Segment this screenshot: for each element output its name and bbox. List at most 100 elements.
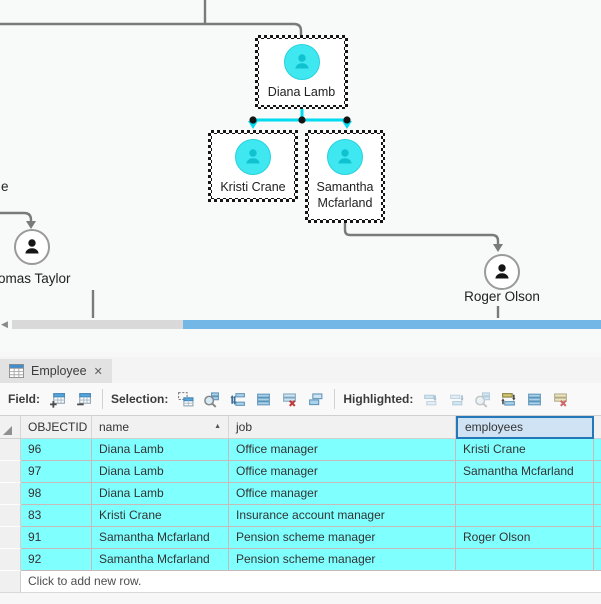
cell-name[interactable]: Diana Lamb <box>92 461 229 483</box>
sort-ascending-icon[interactable]: ▲ <box>214 423 221 430</box>
row-selector[interactable] <box>0 571 21 593</box>
cell-job[interactable]: Pension scheme manager <box>229 527 456 549</box>
person-avatar-icon <box>283 44 320 80</box>
cell-objectid[interactable]: 91 <box>21 527 92 549</box>
table-row[interactable]: 96 Diana Lamb Office manager Kristi Cran… <box>0 439 601 461</box>
add-field-icon[interactable] <box>47 388 68 410</box>
table-row[interactable]: 92 Samantha Mcfarland Pension scheme man… <box>0 549 601 571</box>
row-selector[interactable] <box>0 439 21 461</box>
cell-extra <box>594 527 601 549</box>
cell-employees[interactable] <box>456 505 594 527</box>
zoom-to-selection-icon[interactable] <box>201 388 222 410</box>
row-pointer-icon <box>3 426 12 435</box>
row-selector[interactable] <box>0 549 21 571</box>
cell-objectid[interactable]: 97 <box>21 461 92 483</box>
header-name[interactable]: name ▲ <box>92 416 229 439</box>
unhighlight-icon[interactable] <box>446 388 467 410</box>
copy-rows-icon[interactable] <box>305 388 326 410</box>
node-label: Diana Lamb <box>267 85 336 99</box>
row-selector[interactable] <box>0 527 21 549</box>
select-all-icon[interactable] <box>253 388 274 410</box>
highlight-icon[interactable] <box>420 388 441 410</box>
cell-employees[interactable]: Kristi Crane <box>456 439 594 461</box>
node-label-thomas: omas Taylor <box>0 271 71 286</box>
row-selector[interactable] <box>0 483 21 505</box>
cell-job[interactable]: Office manager <box>229 483 456 505</box>
node-thomas-taylor[interactable] <box>14 229 50 265</box>
toolbar-separator <box>102 389 103 409</box>
cell-extra <box>594 483 601 505</box>
select-highlighted-rows-icon[interactable] <box>524 388 545 410</box>
node-samantha-mcfarland[interactable]: Samantha Mcfarland <box>305 130 385 223</box>
toolbar-separator <box>334 389 336 409</box>
header-job[interactable]: job <box>229 416 456 439</box>
cell-name[interactable]: Samantha Mcfarland <box>92 527 229 549</box>
header-employees[interactable]: employees <box>456 416 594 439</box>
row-selector[interactable] <box>0 505 21 527</box>
cell-job[interactable]: Insurance account manager <box>229 505 456 527</box>
cell-name[interactable]: Samantha Mcfarland <box>92 549 229 571</box>
table-row[interactable]: 97 Diana Lamb Office manager Samantha Mc… <box>0 461 601 483</box>
table-row[interactable]: 91 Samantha Mcfarland Pension scheme man… <box>0 527 601 549</box>
clear-selection-icon[interactable] <box>279 388 300 410</box>
header-row-selector[interactable] <box>0 416 21 439</box>
node-diana-lamb[interactable]: Diana Lamb <box>255 35 348 109</box>
header-extra <box>594 416 601 439</box>
header-objectid[interactable]: OBJECTID * <box>21 416 92 439</box>
link-chart-canvas[interactable]: Diana Lamb Kristi Crane Samantha Mcfarla… <box>0 0 601 352</box>
tab-title: Employee <box>31 364 87 378</box>
tab-employee[interactable]: Employee ✕ <box>0 359 112 383</box>
cell-extra <box>594 549 601 571</box>
cell-job[interactable]: Pension scheme manager <box>229 549 456 571</box>
node-label-partial: e <box>1 179 9 194</box>
cell-extra <box>594 505 601 527</box>
field-group-label: Field: <box>8 392 40 406</box>
cell-objectid[interactable]: 92 <box>21 549 92 571</box>
selection-group-label: Selection: <box>111 392 169 406</box>
close-icon[interactable]: ✕ <box>93 365 103 378</box>
diagram-h-scrollbar[interactable]: ◀ <box>0 319 601 330</box>
cell-employees[interactable]: Samantha Mcfarland <box>456 461 594 483</box>
table-row[interactable]: 83 Kristi Crane Insurance account manage… <box>0 505 601 527</box>
zoom-to-highlighted-icon[interactable] <box>472 388 493 410</box>
add-new-row[interactable]: Click to add new row. <box>0 571 601 593</box>
scrollbar-thumb[interactable] <box>183 320 601 329</box>
person-avatar-icon <box>327 139 363 175</box>
cell-employees[interactable] <box>456 549 594 571</box>
cell-job[interactable]: Office manager <box>229 439 456 461</box>
table-header-row: OBJECTID * name ▲ job employees <box>0 415 601 439</box>
row-selector[interactable] <box>0 461 21 483</box>
node-kristi-crane[interactable]: Kristi Crane <box>208 130 298 202</box>
switch-selection-icon[interactable] <box>227 388 248 410</box>
edges-layer <box>0 0 503 318</box>
scroll-left-arrow-icon[interactable]: ◀ <box>1 319 8 329</box>
node-roger-olson[interactable] <box>484 254 520 290</box>
cell-name[interactable]: Diana Lamb <box>92 439 229 461</box>
table-toolbar: Field: Selection: <box>0 383 601 415</box>
node-label-roger: Roger Olson <box>464 289 540 304</box>
clear-highlighted-icon[interactable] <box>550 388 571 410</box>
node-label: Kristi Crane <box>220 180 286 194</box>
new-row-hint[interactable]: Click to add new row. <box>21 571 601 593</box>
cell-job[interactable]: Office manager <box>229 461 456 483</box>
select-by-attributes-icon[interactable] <box>175 388 196 410</box>
cell-employees[interactable]: Roger Olson <box>456 527 594 549</box>
table-row[interactable]: 98 Diana Lamb Office manager <box>0 483 601 505</box>
cell-extra <box>594 439 601 461</box>
table-tab-bar: Employee ✕ <box>0 357 601 384</box>
table-icon <box>9 364 24 378</box>
cell-objectid[interactable]: 96 <box>21 439 92 461</box>
cell-objectid[interactable]: 98 <box>21 483 92 505</box>
attribute-table: OBJECTID * name ▲ job employees 96 Diana… <box>0 415 601 593</box>
cell-extra <box>594 461 601 483</box>
delete-field-icon[interactable] <box>73 388 94 410</box>
attribute-table-panel: Employee ✕ Field: <box>0 352 601 604</box>
person-avatar-icon <box>235 139 271 175</box>
cell-name[interactable]: Kristi Crane <box>92 505 229 527</box>
cell-name[interactable]: Diana Lamb <box>92 483 229 505</box>
switch-highlighted-icon[interactable] <box>498 388 519 410</box>
header-name-label: name <box>99 420 130 434</box>
cell-employees[interactable] <box>456 483 594 505</box>
cell-objectid[interactable]: 83 <box>21 505 92 527</box>
